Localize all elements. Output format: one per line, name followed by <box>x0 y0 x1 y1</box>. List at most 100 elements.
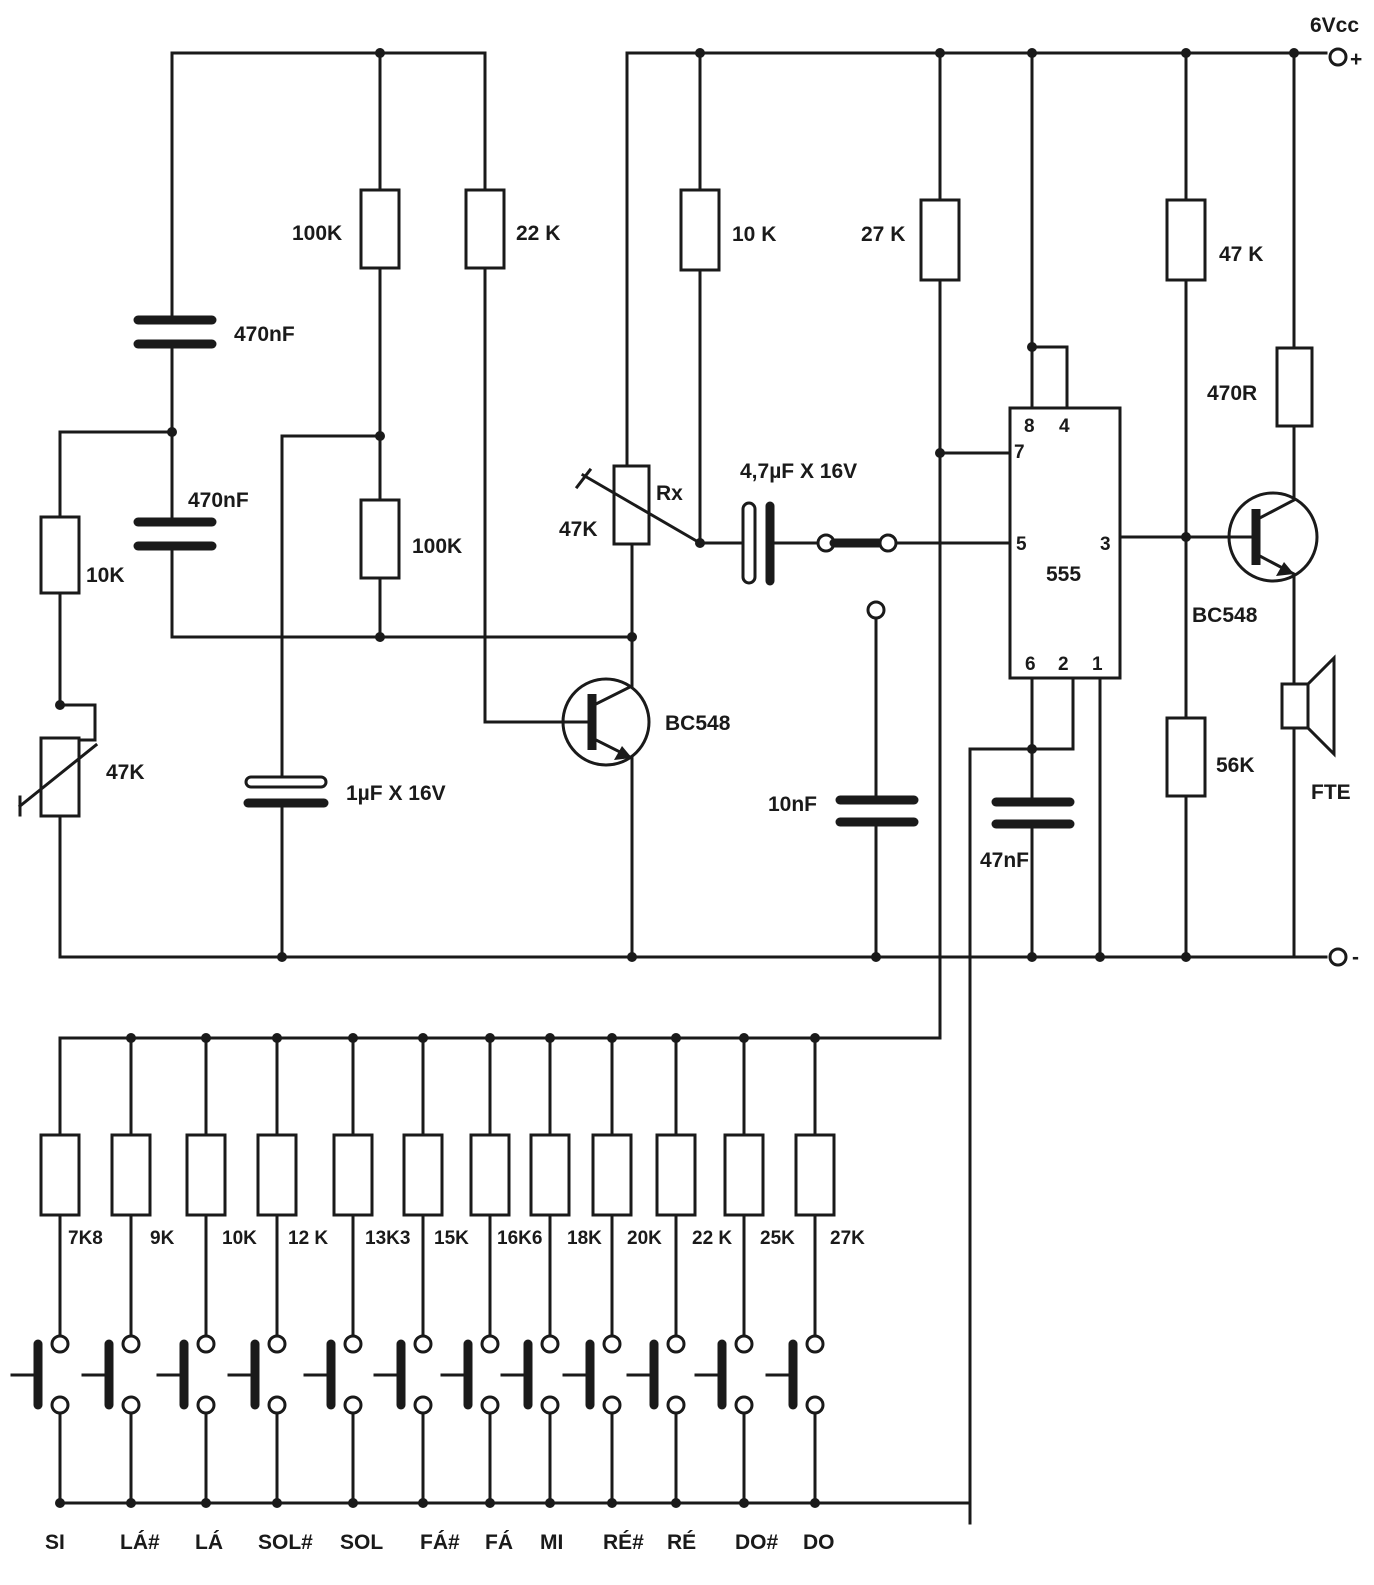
ic-pin-8: 8 <box>1024 416 1035 437</box>
resistor-100k-top-label: 100K <box>292 222 342 245</box>
note-key-10: 22 KRÉ <box>626 1033 732 1554</box>
capacitor-4u7: 4,7µF X 16V <box>698 460 857 586</box>
ground-rail: - <box>58 946 1359 969</box>
ic-pin-1: 1 <box>1092 654 1103 675</box>
note-label: DO <box>803 1531 835 1554</box>
ic-pin-7: 7 <box>1014 442 1025 463</box>
trimmer-47k-left: 47K <box>17 736 145 818</box>
push-button[interactable] <box>440 1339 473 1410</box>
resistor-100k-mid-label: 100K <box>412 535 462 558</box>
transistor-q1: BC548 <box>561 635 731 959</box>
plus-sign: + <box>1350 48 1362 71</box>
resistor-100k-top: 100K <box>292 51 401 502</box>
rx-label: Rx <box>656 482 683 505</box>
note-label: LÁ# <box>120 1531 160 1554</box>
capacitor-47nf: 47nF <box>980 797 1075 959</box>
capacitor-1uf: 1µF X 16V <box>243 775 446 959</box>
note-resistor-label: 27K <box>830 1228 865 1249</box>
note-resistor <box>332 1133 374 1217</box>
capacitor-47nf-label: 47nF <box>980 849 1029 872</box>
trimmer-47k-left-label: 47K <box>106 761 145 784</box>
resistor-100k-mid: 100K <box>359 498 462 639</box>
resistor-10k-left: 10K <box>39 515 125 595</box>
note-resistor <box>110 1133 152 1217</box>
transistor-q2-label: BC548 <box>1192 604 1258 627</box>
note-label: FÁ <box>485 1531 513 1554</box>
trimmer-rx: Rx 47K <box>559 51 703 639</box>
note-resistor <box>39 1133 81 1217</box>
capacitor-10nf: 10nF <box>768 793 919 959</box>
vcc-terminal <box>1328 47 1348 67</box>
note-resistor-label: 20K <box>627 1228 662 1249</box>
ic-555: 555 8 4 7 5 3 6 2 1 <box>1008 51 1188 959</box>
push-button[interactable] <box>156 1339 189 1410</box>
note-label: RÉ# <box>603 1531 644 1554</box>
capacitor-470nf-top: 470nF <box>133 315 295 349</box>
ic-pin-5: 5 <box>1016 534 1027 555</box>
push-button[interactable] <box>373 1339 406 1410</box>
minus-sign: - <box>1352 946 1359 969</box>
note-label: SI <box>45 1531 65 1554</box>
capacitor-470nf-mid-label: 470nF <box>188 489 249 512</box>
note-resistor-label: 12 K <box>288 1228 328 1249</box>
note-resistor <box>794 1133 836 1217</box>
resistor-470r-label: 470R <box>1207 382 1257 405</box>
resistor-22k: 22 K <box>464 51 567 724</box>
note-label: LÁ <box>195 1531 223 1554</box>
push-button[interactable] <box>562 1339 595 1410</box>
ic-pin-4: 4 <box>1059 416 1070 437</box>
resistor-56k: 56K <box>1165 716 1255 959</box>
capacitor-470nf-top-label: 470nF <box>234 323 295 346</box>
vcc-rail: 6Vcc + <box>170 14 1362 71</box>
push-button[interactable] <box>227 1339 260 1410</box>
left-network <box>55 51 634 959</box>
push-button[interactable] <box>81 1339 114 1410</box>
note-resistor-label: 25K <box>760 1228 795 1249</box>
note-resistor-label: 22 K <box>692 1228 732 1249</box>
note-resistor <box>402 1133 444 1217</box>
note-resistor-label: 7K8 <box>68 1228 103 1249</box>
note-label: DO# <box>735 1531 779 1554</box>
resistor-56k-label: 56K <box>1216 754 1255 777</box>
note-resistor <box>655 1133 697 1217</box>
resistor-10k-top-label: 10 K <box>732 223 776 246</box>
note-label: SOL <box>340 1531 383 1554</box>
ic-pin-6: 6 <box>1025 654 1036 675</box>
note-resistor <box>723 1133 765 1217</box>
push-button[interactable] <box>765 1339 798 1410</box>
note-resistor-label: 18K <box>567 1228 602 1249</box>
note-resistor-label: 9K <box>150 1228 175 1249</box>
resistor-27k-label: 27 K <box>861 223 905 246</box>
note-resistor <box>591 1133 633 1217</box>
ground-terminal <box>1328 947 1348 967</box>
speaker-label: FTE <box>1311 781 1351 804</box>
resistor-10k-top: 10 K <box>679 51 776 545</box>
trimmer-rx-label: 47K <box>559 518 598 541</box>
push-button[interactable] <box>694 1339 727 1410</box>
keyboard-bus <box>58 1036 972 1505</box>
push-button[interactable] <box>303 1339 336 1410</box>
note-label: FÁ# <box>420 1531 460 1554</box>
note-resistor <box>256 1133 298 1217</box>
speaker: FTE <box>1280 654 1351 959</box>
jumper-switch <box>816 533 1012 800</box>
resistor-470r: 470R <box>1207 51 1314 502</box>
note-resistor <box>185 1133 227 1217</box>
resistor-47k: 47 K <box>1165 51 1263 720</box>
transistor-q2: BC548 <box>1184 491 1319 686</box>
push-button[interactable] <box>500 1339 533 1410</box>
resistor-47k-label: 47 K <box>1219 243 1263 266</box>
capacitor-10nf-label: 10nF <box>768 793 817 816</box>
note-key-9: 20K RÉ# <box>562 1033 662 1554</box>
note-key-11: 25K DO# <box>694 1033 795 1554</box>
ic-555-label: 555 <box>1046 563 1081 586</box>
resistor-27k: 27 K <box>861 51 961 1040</box>
push-button[interactable] <box>10 1339 43 1410</box>
push-button[interactable] <box>626 1339 659 1410</box>
